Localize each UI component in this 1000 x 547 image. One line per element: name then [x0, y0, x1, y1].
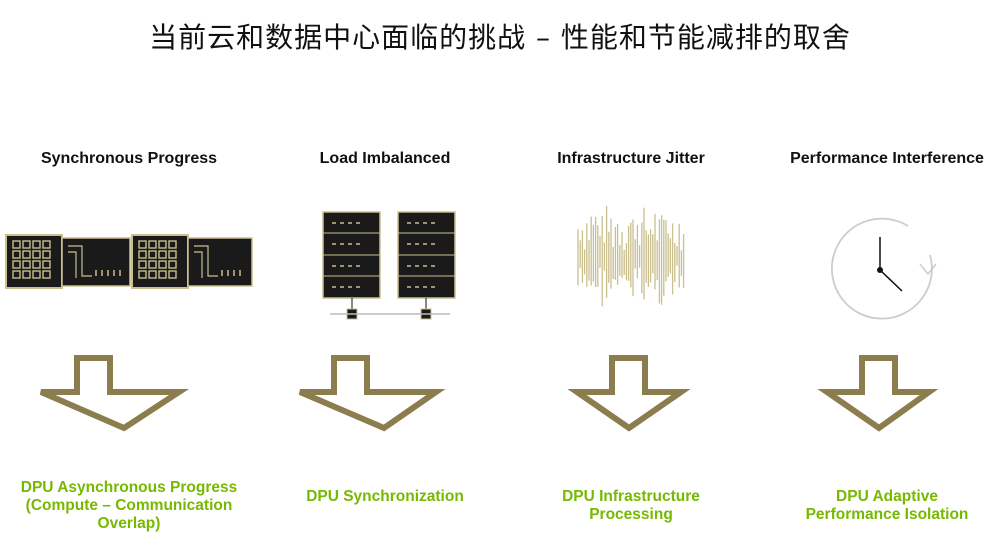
down-arrow-icon	[817, 355, 939, 432]
column-result: DPU Adaptive Performance Isolation	[772, 488, 1000, 524]
server-rack-right	[397, 211, 456, 320]
clock-icon	[817, 217, 939, 432]
result-line: DPU Asynchronous Progress	[20, 479, 238, 496]
result-line: Overlap)	[97, 515, 161, 532]
result-line: DPU Infrastructure	[562, 488, 700, 505]
jitter-signal-icon	[567, 206, 691, 432]
column-infrastructure-jitter: Infrastructure Jitter DPU Infrastructure…	[506, 0, 756, 547]
column-result: DPU Asynchronous Progress (Compute – Com…	[14, 479, 244, 533]
result-line: (Compute – Communication	[25, 497, 233, 514]
column-result: DPU Synchronization	[270, 488, 500, 506]
server-racks-icon	[298, 211, 456, 432]
result-line: DPU Adaptive	[836, 488, 938, 505]
down-arrow-icon	[567, 355, 691, 432]
down-arrow-icon	[298, 355, 446, 432]
column-load-imbalanced: Load Imbalanced DPU Syn	[260, 0, 510, 547]
gpu-board-icon	[5, 234, 253, 432]
result-line: Processing	[589, 506, 673, 523]
column-synchronous-progress: Synchronous Progress	[4, 0, 254, 547]
column-heading: Load Imbalanced	[319, 150, 451, 167]
board-unit-1	[5, 234, 131, 289]
column-heading: Infrastructure Jitter	[557, 150, 705, 167]
server-rack-left	[322, 211, 381, 320]
column-heading: Performance Interference	[790, 150, 984, 167]
board-unit-2	[131, 234, 253, 289]
page-title: 当前云和数据中心面临的挑战 – 性能和节能减排的取舍	[149, 21, 851, 54]
result-line: Performance Isolation	[805, 506, 969, 523]
column-result: DPU Infrastructure Processing	[516, 488, 746, 524]
column-performance-interference: Performance Interference DPU Adaptive Pe…	[750, 0, 1000, 547]
down-arrow-icon	[39, 355, 190, 432]
column-heading: Synchronous Progress	[40, 150, 218, 167]
result-line: DPU Synchronization	[306, 488, 464, 505]
